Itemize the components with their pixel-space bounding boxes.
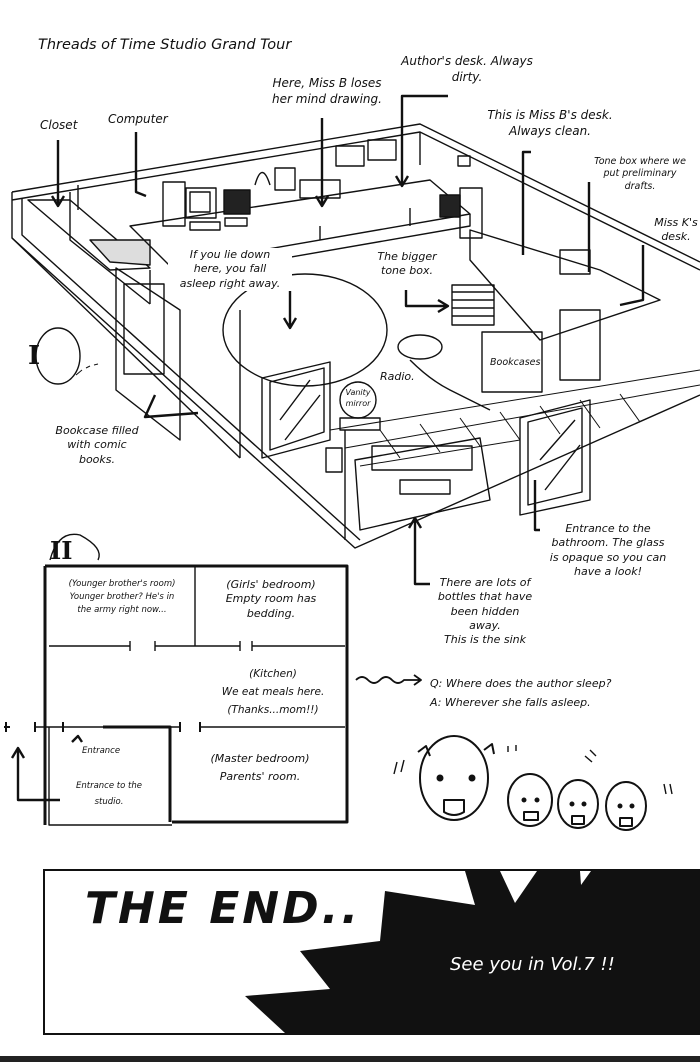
label-line: studio.: [94, 797, 124, 808]
qa-block: Q: Where does the author sleep? A: Where…: [430, 674, 611, 713]
burst-shape: [245, 871, 700, 1033]
qa-question: Q: Where does the author sleep?: [430, 677, 612, 690]
label-line: is opaque so you can: [549, 550, 667, 564]
label-line: (Younger brother's room): [68, 579, 176, 589]
studio-walls: [11, 123, 700, 549]
characters-faces: [393, 735, 673, 831]
room-entrance: Entrance: [82, 746, 121, 756]
label-line: dirty.: [451, 69, 483, 84]
label-line: drafts.: [624, 180, 656, 192]
label-lie-down: If you lie down here, you fall asleep ri…: [168, 248, 292, 291]
label-vanity-mirror: Vanity mirror: [342, 388, 374, 410]
label-line: There are lots of: [439, 576, 531, 589]
room-kitchen: (Kitchen) We eat meals here. (Thanks...m…: [200, 666, 346, 720]
qa-answer: A: Wherever she falls asleep.: [430, 696, 591, 710]
label-line: desk.: [661, 230, 691, 244]
label-line: Vanity: [345, 388, 371, 397]
label-line: have a look!: [573, 564, 643, 578]
label-studio-entrance: Entrance to the studio.: [54, 778, 164, 810]
the-end-panel: THE END.. See you in Vol.7 !!: [43, 869, 700, 1035]
label-line: If you lie down: [189, 248, 271, 261]
vanity-mirror: [339, 381, 381, 431]
section-one-badge: [35, 327, 99, 385]
room-master-bedroom: (Master bedroom) Parents' room.: [186, 750, 334, 785]
label-line: This is the sink: [444, 633, 526, 647]
label-line: bottles that have: [437, 590, 533, 604]
glass-doors: [261, 361, 591, 516]
label-radio: Radio.: [380, 370, 415, 383]
floor-tiles: [329, 369, 700, 467]
radio: [397, 334, 491, 411]
end-subtitle: See you in Vol.7 !!: [450, 954, 615, 975]
label-miss-k-desk: Miss K's desk.: [654, 216, 698, 245]
sink-counter: [325, 437, 491, 531]
label-line: been hidden: [450, 604, 520, 618]
tone-box: [451, 284, 601, 393]
label-tone-box-drafts: Tone box where we put preliminary drafts…: [584, 156, 696, 193]
squiggle-arrow: [355, 674, 422, 686]
label-line: Empty room has: [225, 592, 317, 606]
label-line: mirror: [345, 398, 371, 408]
label-line: asleep right away.: [179, 276, 281, 290]
room-girls-bedroom: (Girls' bedroom) Empty room has bedding.: [198, 578, 344, 621]
page-bottom-border: [0, 1056, 700, 1062]
label-line: the army right now...: [77, 605, 167, 616]
label-author-desk: Author's desk. Always dirty.: [392, 54, 542, 85]
label-line: We eat meals here.: [221, 685, 325, 698]
page-title: Threads of Time Studio Grand Tour: [38, 37, 292, 53]
label-bathroom-entrance: Entrance to the bathroom. The glass is o…: [538, 522, 678, 579]
section-two-badge: [49, 533, 100, 561]
section-one-label: I: [28, 341, 41, 371]
label-line: Younger brother? He's in: [69, 592, 175, 603]
label-bigger-tone-box: The bigger tone box.: [368, 250, 446, 279]
label-closet: Closet: [40, 118, 78, 132]
label-line: her mind drawing.: [272, 91, 382, 106]
label-line: bedding.: [246, 606, 296, 620]
label-line: (Master bedroom): [210, 752, 310, 765]
closet: [27, 199, 181, 441]
label-line: Bookcase filled: [55, 424, 139, 437]
label-line: Here, Miss B loses: [272, 76, 382, 90]
desk-row: [129, 139, 661, 341]
label-line: books.: [78, 452, 116, 466]
label-line: put preliminary: [603, 168, 677, 180]
label-line: tone box.: [381, 264, 433, 278]
label-line: Miss K's: [654, 216, 698, 229]
label-line: This is Miss B's desk.: [487, 108, 613, 122]
label-bookcases: Bookcases: [490, 357, 541, 368]
label-line: Tone box where we: [594, 156, 686, 167]
label-line: (Girls' bedroom): [226, 578, 316, 591]
end-title: THE END..: [85, 883, 362, 934]
label-line: (Kitchen): [249, 668, 297, 680]
label-line: with comic: [67, 438, 127, 452]
label-line: here, you fall: [193, 262, 267, 276]
label-line: The bigger: [377, 250, 437, 263]
room-younger-brother: (Younger brother's room) Younger brother…: [50, 578, 194, 618]
label-line: (Thanks...mom!!): [227, 703, 319, 716]
label-sink: There are lots of bottles that have been…: [425, 576, 545, 647]
floorplan-lines: [4, 564, 349, 826]
label-line: bathroom. The glass: [551, 536, 665, 550]
pointer-arrows: [50, 94, 645, 586]
label-computer: Computer: [108, 112, 168, 126]
label-miss-b-drawing: Here, Miss B loses her mind drawing.: [262, 76, 392, 107]
label-line: Entrance to the: [76, 781, 142, 791]
label-line: Parents' room.: [219, 769, 301, 783]
label-line: away.: [469, 618, 501, 632]
section-two-label: II: [50, 536, 73, 565]
label-miss-b-desk: This is Miss B's desk. Always clean.: [480, 108, 620, 139]
label-comic-bookcase: Bookcase filled with comic books.: [42, 424, 152, 467]
label-line: Always clean.: [509, 123, 591, 138]
label-line: Entrance to the: [565, 522, 651, 535]
label-line: Author's desk. Always: [401, 54, 533, 68]
